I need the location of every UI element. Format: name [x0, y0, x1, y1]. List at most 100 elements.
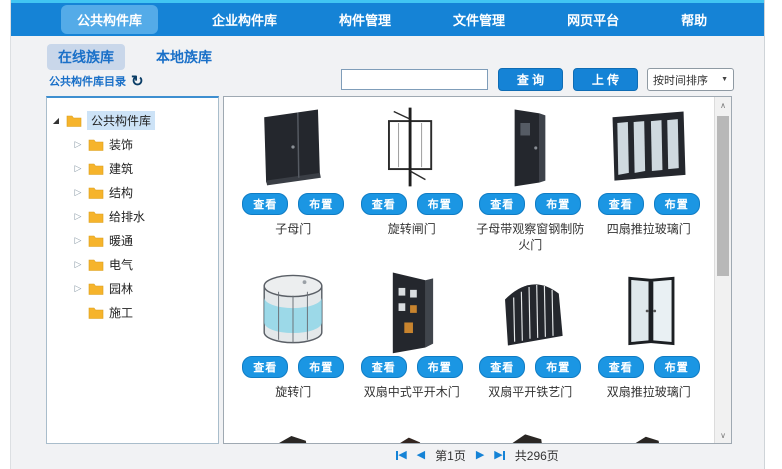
place-button[interactable]: 布置	[416, 193, 463, 215]
tree-item-electrical[interactable]: ▷ 电气	[51, 252, 214, 276]
tree-item-label: 给排水	[109, 209, 146, 224]
nav-public-component-library[interactable]: 公共构件库	[61, 5, 159, 34]
tree-item-structure[interactable]: ▷ 结构	[51, 180, 214, 204]
place-button[interactable]: 布置	[653, 356, 700, 378]
place-button[interactable]: 布置	[653, 193, 700, 215]
last-page-icon[interactable]: ▶	[494, 449, 505, 461]
folder-icon	[88, 259, 104, 271]
tree-item-label: 装饰	[109, 137, 134, 152]
top-accent-strip	[11, 0, 764, 3]
view-button[interactable]: 查看	[479, 193, 526, 215]
tree-expand-icon[interactable]: ▷	[74, 162, 82, 173]
thumbnail-double-sliding-glass-door	[601, 264, 697, 356]
query-button[interactable]: 查 询	[498, 68, 563, 91]
view-button[interactable]: 查看	[360, 356, 407, 378]
thumbnail-partial-door	[279, 436, 307, 443]
folder-icon	[88, 139, 104, 151]
catalog-header: 公共构件库目录 ↻	[49, 73, 144, 89]
pagination: ◀ ◀ 第1页 ▶ ▶ 共296页	[223, 447, 732, 464]
current-page-label: 第1页	[435, 449, 466, 463]
tree-expand-icon[interactable]: ▷	[74, 210, 82, 221]
component-name: 子母带观察窗钢制防火门	[476, 222, 585, 253]
tree-item-label: 电气	[109, 257, 134, 272]
main-navbar: 公共构件库 企业构件库 构件管理 文件管理 网页平台 帮助	[11, 3, 764, 36]
thumbnail-four-panel-sliding-glass-door	[601, 101, 697, 193]
tree-item-architecture[interactable]: ▷ 建筑	[51, 156, 214, 180]
scroll-up-icon[interactable]: ∧	[720, 100, 726, 110]
refresh-icon[interactable]: ↻	[131, 72, 144, 90]
component-card: 查看 布置 子母门	[234, 101, 353, 264]
tab-local-library[interactable]: 本地族库	[156, 49, 212, 65]
tree-expand-icon[interactable]: ▷	[74, 282, 82, 293]
thumbnail-partial-door	[399, 437, 420, 443]
tree-root-label: 公共构件库	[87, 110, 156, 130]
place-button[interactable]: 布置	[535, 356, 582, 378]
view-button[interactable]: 查看	[597, 356, 644, 378]
nav-help[interactable]: 帮助	[681, 13, 708, 28]
component-name: 子母门	[275, 222, 312, 236]
nav-file-management[interactable]: 文件管理	[453, 13, 506, 28]
place-button[interactable]: 布置	[416, 356, 463, 378]
view-button[interactable]: 查看	[597, 193, 644, 215]
component-name: 双扇推拉玻璃门	[606, 385, 691, 399]
tree-expand-icon[interactable]: ▷	[74, 138, 82, 149]
sort-dropdown[interactable]: 按时间排序 ▼	[647, 68, 734, 91]
thumbnail-revolving-door	[245, 264, 341, 356]
tree-item-construction[interactable]: 施工	[51, 300, 214, 324]
chevron-down-icon: ▼	[721, 76, 728, 83]
upload-button[interactable]: 上 传	[573, 68, 638, 91]
place-button[interactable]: 布置	[298, 356, 345, 378]
component-card-partial	[234, 427, 353, 443]
app-window: 公共构件库 企业构件库 构件管理 文件管理 网页平台 帮助 在线族库 本地族库 …	[10, 0, 765, 469]
component-card: 查看 布置 子母带观察窗钢制防火门	[471, 101, 590, 264]
next-page-icon[interactable]: ▶	[475, 449, 485, 461]
thumbnail-revolving-gate-door	[364, 101, 460, 193]
tree-collapse-icon[interactable]: ◢	[52, 115, 60, 125]
tree-item-hvac[interactable]: ▷ 暖通	[51, 228, 214, 252]
tree-expand-icon[interactable]: ▷	[74, 258, 82, 269]
folder-icon	[88, 283, 104, 295]
component-grid-panel: 查看 布置 子母门 查看 布置 旋转闸门	[223, 96, 732, 444]
thumbnail-partial-door	[635, 436, 659, 443]
place-button[interactable]: 布置	[298, 193, 345, 215]
view-button[interactable]: 查看	[479, 356, 526, 378]
component-name: 双扇中式平开木门	[363, 385, 460, 399]
folder-icon	[66, 115, 82, 127]
thumbnail-mother-son-door	[245, 101, 341, 193]
tree-root-public-library[interactable]: ◢ 公共构件库	[51, 108, 214, 132]
tree-item-label: 建筑	[109, 161, 134, 176]
nav-component-management[interactable]: 构件管理	[339, 13, 392, 28]
tree-expand-icon[interactable]: ▷	[74, 186, 82, 197]
total-pages-label: 共296页	[514, 449, 559, 463]
first-page-icon[interactable]: ◀	[396, 449, 407, 461]
tree-item-label: 施工	[109, 305, 134, 320]
previous-page-icon[interactable]: ◀	[416, 449, 426, 461]
view-button[interactable]: 查看	[360, 193, 407, 215]
vertical-scrollbar[interactable]: ∧ ∨	[714, 97, 731, 443]
nav-enterprise-component-library[interactable]: 企业构件库	[212, 13, 278, 28]
folder-icon	[88, 307, 104, 319]
tree-expand-icon[interactable]: ▷	[74, 234, 82, 245]
tree-item-plumbing[interactable]: ▷ 给排水	[51, 204, 214, 228]
component-name: 旋转闸门	[387, 222, 436, 236]
thumbnail-chinese-double-wooden-door	[364, 264, 460, 356]
tree-item-landscape[interactable]: ▷ 园林	[51, 276, 214, 300]
place-button[interactable]: 布置	[535, 193, 582, 215]
tab-online-library[interactable]: 在线族库	[47, 44, 125, 70]
component-card: 查看 布置 旋转闸门	[353, 101, 472, 264]
tree-item-decoration[interactable]: ▷ 装饰	[51, 132, 214, 156]
component-card: 查看 布置 四扇推拉玻璃门	[590, 101, 709, 264]
view-button[interactable]: 查看	[242, 193, 289, 215]
thumbnail-partial-door	[512, 434, 543, 443]
component-name: 双扇平开铁艺门	[488, 385, 573, 399]
catalog-tree-panel: ◢ 公共构件库 ▷ 装饰 ▷ 建筑 ▷ 结构 ▷ 给排水 ▷ 暖通	[46, 96, 219, 444]
scroll-down-icon[interactable]: ∨	[720, 430, 726, 440]
nav-web-platform[interactable]: 网页平台	[567, 13, 620, 28]
tree-item-label: 结构	[109, 185, 134, 200]
thumbnail-steel-fire-door	[482, 101, 578, 193]
component-card-partial	[471, 427, 590, 443]
folder-icon	[88, 235, 104, 247]
view-button[interactable]: 查看	[242, 356, 289, 378]
scrollbar-thumb[interactable]	[717, 116, 729, 276]
search-input[interactable]	[341, 69, 488, 90]
